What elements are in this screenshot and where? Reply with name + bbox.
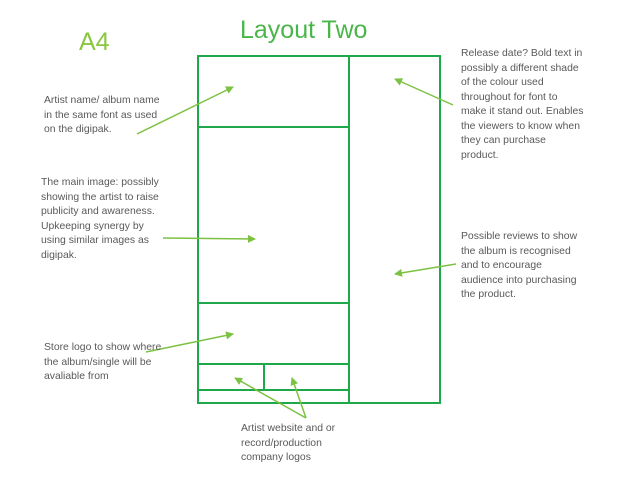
arrow-logos-right xyxy=(290,377,307,419)
arrow-release-date xyxy=(394,78,454,106)
arrow-store-logo xyxy=(145,331,234,353)
layout-title: Layout Two xyxy=(240,16,368,44)
paper-size-label: A4 xyxy=(79,28,110,56)
page-frame xyxy=(197,55,441,404)
arrow-main-image xyxy=(162,234,256,243)
annotation-release-date: Release date? Bold text in possibly a di… xyxy=(461,48,584,161)
annotation-store-logo: Store logo to show where the album/singl… xyxy=(44,342,162,382)
annotation-artist-name: Artist name/ album name in the same font… xyxy=(44,95,160,135)
annotation-main-image: The main image: possibly showing the art… xyxy=(41,177,159,261)
arrow-artist-name xyxy=(136,86,234,135)
annotation-logos: Artist website and or record/production … xyxy=(241,423,336,463)
arrow-reviews xyxy=(394,263,457,277)
annotation-reviews: Possible reviews to show the album is re… xyxy=(461,231,578,300)
arrow-logos-left xyxy=(234,377,307,419)
